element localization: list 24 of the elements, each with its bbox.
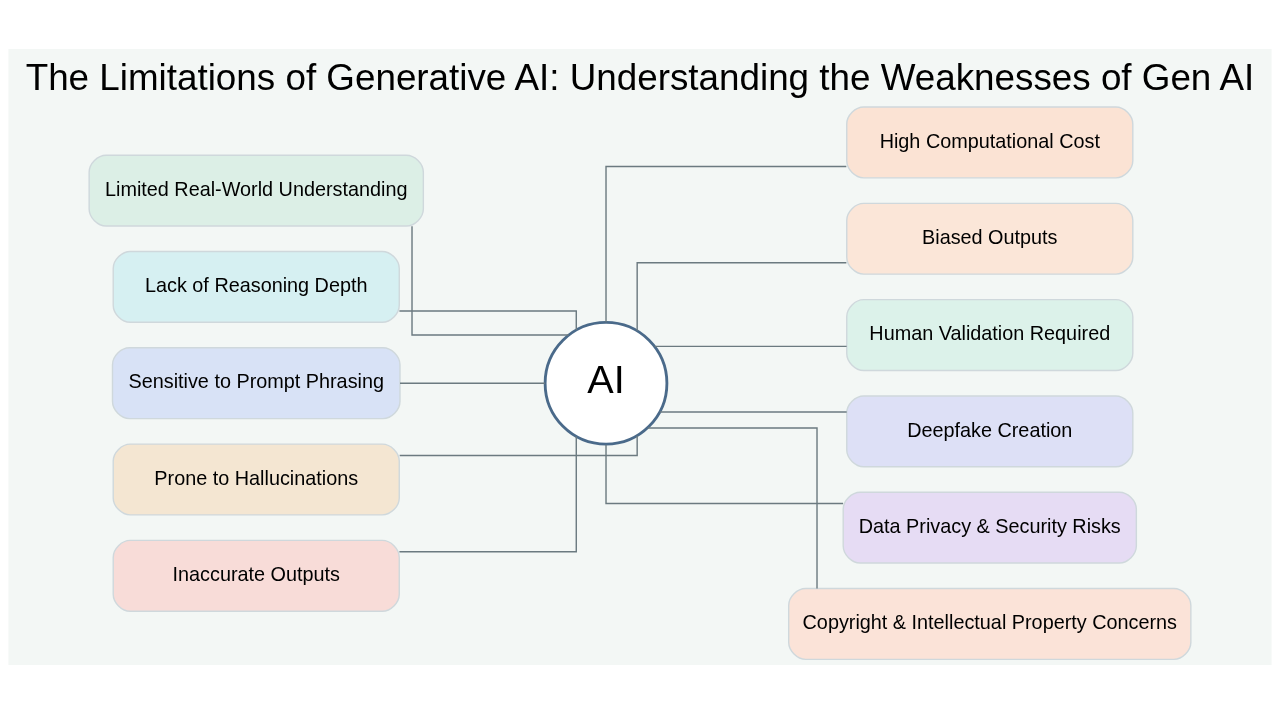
node-box: Prone to Hallucinations [112,443,400,516]
connector [636,262,848,332]
diagram-title: The Limitations of Generative AI: Understanding the Weaknesses of Gen AI [25,56,1255,98]
connector [605,444,844,505]
node-box: Copyright & Intellectual Property Concerns [788,587,1192,661]
node-box: Limited Real-World Understanding [88,154,425,227]
connector [605,165,848,323]
connector [398,435,577,553]
connector [653,345,848,348]
node-circle: AI [543,320,669,446]
node-box: Deepfake Creation [846,395,1134,468]
connector [399,434,638,457]
node-box: Data Privacy & Security Risks [842,491,1138,564]
connector [399,382,546,384]
connector [647,427,818,590]
node-box: Lack of Reasoning Depth [112,250,400,323]
node-box: Sensitive to Prompt Phrasing [111,347,401,420]
node-box: Inaccurate Outputs [112,539,400,612]
connector [659,411,848,413]
connector [398,310,577,331]
node-box: High Computational Cost [846,106,1134,179]
node-box: Human Validation Required [846,298,1134,372]
node-box: Biased Outputs [846,202,1134,275]
connector [411,225,570,336]
